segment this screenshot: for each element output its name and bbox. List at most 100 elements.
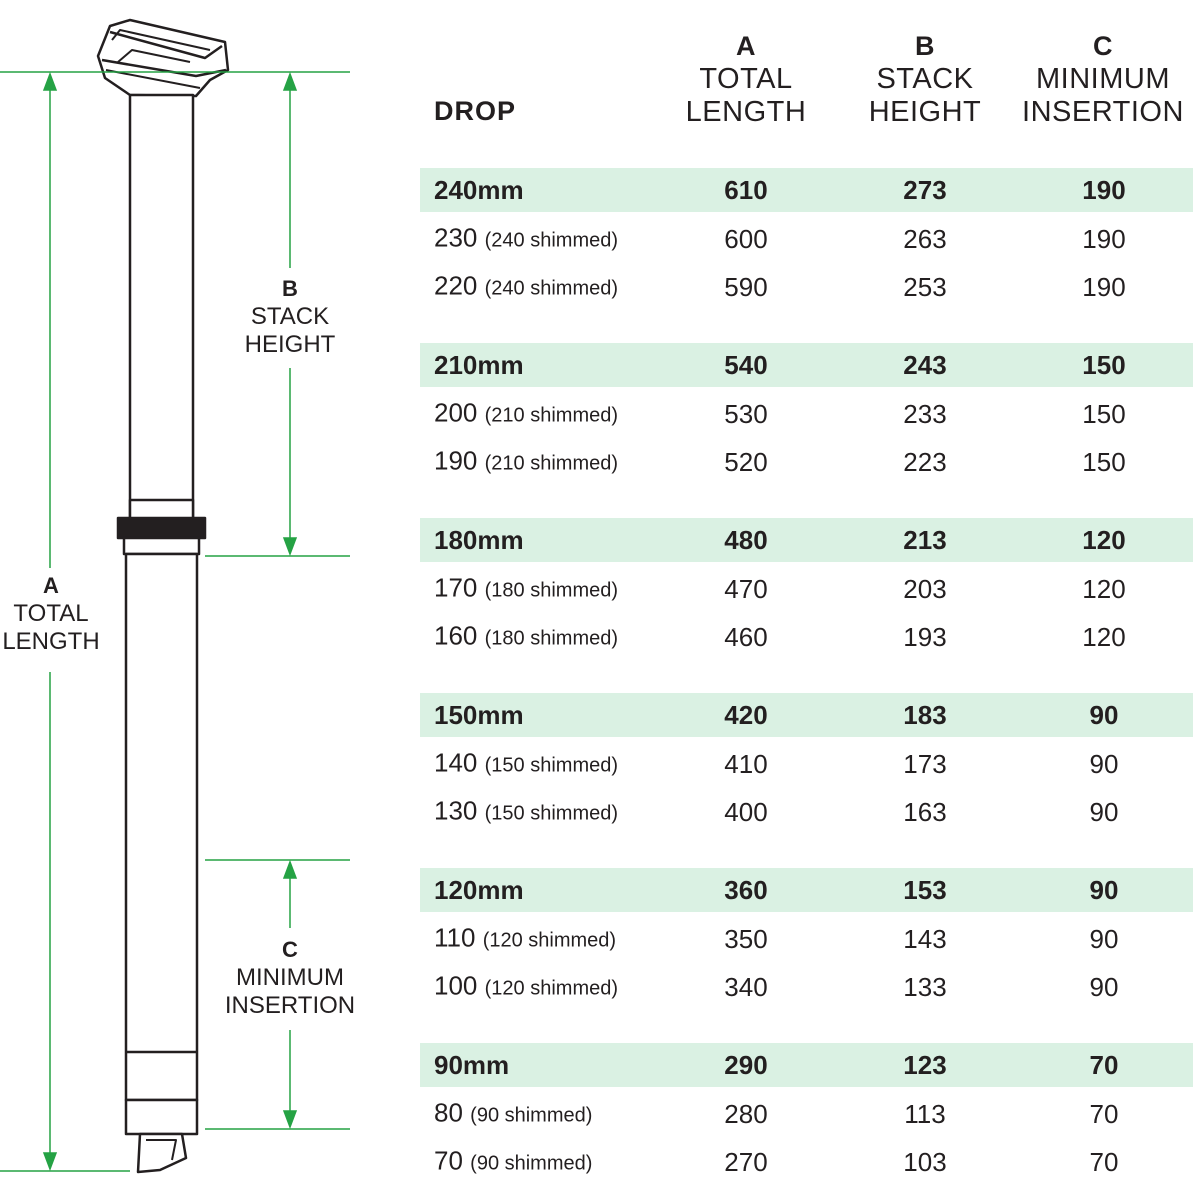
total-length-value: 280 [724, 1098, 768, 1129]
total-length-value: 600 [724, 223, 768, 254]
total-length-value: 590 [724, 272, 768, 302]
stack-height-value: 223 [903, 447, 947, 477]
seatpost-diagram [0, 18, 350, 1174]
drop-value: 170 [434, 572, 478, 602]
stack-height-value: 113 [904, 1098, 946, 1129]
shim-note: (150 shimmed) [484, 802, 619, 825]
shim-note: (90 shimmed) [470, 1152, 593, 1175]
shim-note: (240 shimmed) [484, 277, 619, 300]
shim-note: (90 shimmed) [470, 1104, 593, 1126]
stack-height-value: 183 [903, 700, 947, 730]
stack-height-value: 213 [903, 525, 947, 555]
minimum-insertion-value: 120 [1082, 525, 1126, 555]
group-band [420, 168, 1193, 212]
group-band [420, 693, 1193, 737]
minimum-insertion-value: 90 [1089, 797, 1119, 827]
stack-height-value: 203 [903, 573, 947, 604]
drop-value: 110 [434, 922, 476, 952]
saddle-clamp [96, 18, 230, 98]
drop-value: 80 [434, 1097, 463, 1127]
shim-note: (210 shimmed) [484, 404, 619, 426]
label-stack-height: B STACK HEIGHT [244, 276, 336, 358]
drop-shimmed: 110 (120 shimmed) [434, 922, 616, 955]
stack-height-value: 143 [903, 923, 947, 954]
stack-height-value: 173 [903, 748, 947, 779]
total-length-value: 410 [724, 748, 768, 779]
drop-shimmed: 70 (90 shimmed) [434, 1146, 592, 1179]
minimum-insertion-value: 70 [1089, 1147, 1119, 1177]
stack-height-value: 253 [903, 272, 947, 302]
actuator [136, 1132, 188, 1174]
total-length-value: 350 [724, 923, 768, 954]
drop-size: 180mm [434, 525, 524, 555]
group-band [420, 1043, 1193, 1087]
total-length-value: 290 [724, 1050, 768, 1080]
drop-shimmed: 190 (210 shimmed) [434, 446, 618, 479]
total-length-value: 340 [724, 972, 768, 1002]
header-total-length: A TOTAL LENGTH [685, 31, 807, 128]
label-total-length: A TOTAL LENGTH [2, 573, 100, 655]
stack-height-value: 193 [903, 622, 947, 652]
drop-shimmed: 230 (240 shimmed) [434, 222, 618, 255]
drop-value: 160 [434, 620, 478, 651]
total-length-value: 530 [724, 398, 768, 429]
drop-value: 230 [434, 222, 478, 252]
drop-value: 70 [434, 1145, 463, 1176]
minimum-insertion-value: 150 [1082, 350, 1126, 380]
minimum-insertion-value: 190 [1082, 272, 1126, 302]
stack-height-value: 103 [903, 1147, 947, 1177]
drop-shimmed: 130 (150 shimmed) [434, 796, 618, 829]
drop-size: 120mm [434, 875, 524, 905]
drop-value: 200 [434, 397, 478, 427]
drop-size: 240mm [434, 175, 524, 205]
stack-height-value: 273 [903, 175, 947, 205]
drop-shimmed: 220 (240 shimmed) [434, 271, 618, 304]
minimum-insertion-value: 120 [1082, 622, 1126, 652]
shim-note: (150 shimmed) [484, 754, 619, 776]
minimum-insertion-value: 90 [1089, 748, 1119, 779]
collar [116, 516, 207, 540]
minimum-insertion-value: 190 [1082, 223, 1126, 254]
shim-note: (240 shimmed) [484, 229, 619, 251]
drop-value: 220 [434, 270, 478, 301]
shim-note: (210 shimmed) [484, 452, 619, 475]
drop-shimmed: 80 (90 shimmed) [434, 1097, 592, 1130]
stack-height-value: 153 [903, 875, 947, 905]
total-length-value: 610 [724, 175, 768, 205]
total-length-value: 470 [724, 573, 768, 604]
minimum-insertion-value: 90 [1089, 875, 1119, 905]
drop-value: 190 [434, 445, 478, 476]
minimum-insertion-value: 90 [1089, 700, 1119, 730]
total-length-value: 360 [724, 875, 768, 905]
drop-size: 150mm [434, 700, 524, 730]
total-length-value: 460 [724, 622, 768, 652]
minimum-insertion-value: 150 [1082, 447, 1126, 477]
stack-height-value: 263 [903, 223, 947, 254]
label-minimum-insertion: C MINIMUM INSERTION [224, 937, 356, 1019]
minimum-insertion-value: 190 [1082, 175, 1126, 205]
minimum-insertion-value: 120 [1082, 573, 1126, 604]
dimension-lines [0, 71, 350, 1172]
stack-height-value: 233 [903, 398, 947, 429]
stack-height-value: 163 [903, 797, 947, 827]
total-length-value: 540 [724, 350, 768, 380]
minimum-insertion-value: 70 [1089, 1098, 1119, 1129]
minimum-insertion-value: 90 [1089, 972, 1119, 1002]
total-length-value: 420 [724, 700, 768, 730]
drop-value: 130 [434, 795, 478, 826]
stack-height-value: 133 [903, 972, 947, 1002]
total-length-value: 520 [724, 447, 768, 477]
drop-shimmed: 100 (120 shimmed) [434, 971, 618, 1004]
shim-note: (180 shimmed) [484, 579, 619, 601]
total-length-value: 480 [724, 525, 768, 555]
seatpost-drawing [96, 18, 230, 1174]
minimum-insertion-value: 70 [1089, 1050, 1119, 1080]
drop-value: 100 [434, 970, 478, 1001]
stack-height-value: 123 [903, 1050, 947, 1080]
drop-shimmed: 160 (180 shimmed) [434, 621, 618, 654]
drop-value: 140 [434, 747, 478, 777]
total-length-value: 400 [724, 797, 768, 827]
minimum-insertion-value: 150 [1082, 398, 1126, 429]
drop-shimmed: 170 (180 shimmed) [434, 572, 618, 605]
header-stack-height: B STACK HEIGHT [868, 31, 982, 128]
